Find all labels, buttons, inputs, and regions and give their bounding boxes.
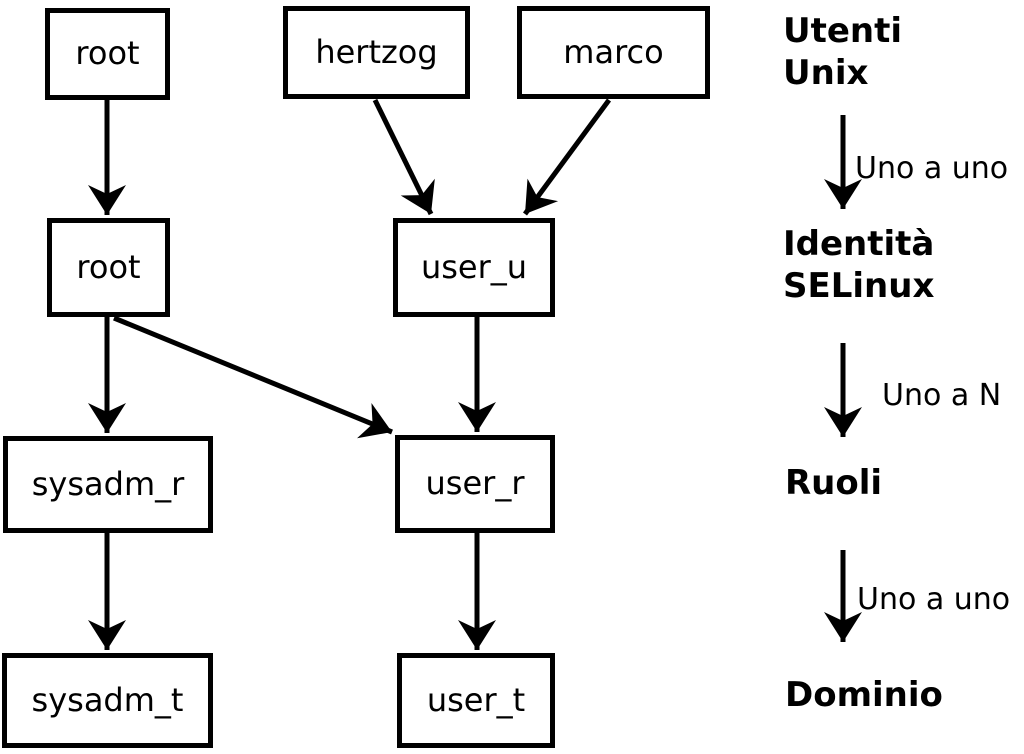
legend-title-utenti-unix: Utenti Unix bbox=[783, 11, 903, 93]
node-unix-marco: marco bbox=[517, 6, 710, 99]
node-unix-root: root bbox=[45, 8, 170, 100]
edge-selroot-to-userr bbox=[113, 315, 393, 439]
arrow-label-uno-a-uno-1: Uno a uno bbox=[855, 151, 1009, 186]
edge-marco-to-useru bbox=[522, 98, 612, 216]
arrow-label-uno-a-uno-2: Uno a uno bbox=[857, 582, 1011, 617]
legend-title-ruoli: Ruoli bbox=[785, 463, 883, 503]
legend-title-dominio: Dominio bbox=[785, 675, 943, 715]
edge-hertzog-to-useru bbox=[372, 98, 435, 216]
node-selinux-root: root bbox=[47, 218, 170, 317]
arrow-label-uno-a-n: Uno a N bbox=[882, 378, 1002, 413]
node-domain-sysadm-t: sysadm_t bbox=[2, 653, 213, 748]
node-domain-user-t: user_t bbox=[397, 653, 555, 748]
node-unix-hertzog: hertzog bbox=[283, 6, 470, 99]
legend-title-identita-selinux: Identità SELinux bbox=[783, 224, 935, 306]
node-selinux-user-u: user_u bbox=[393, 218, 555, 317]
node-role-user-r: user_r bbox=[395, 435, 555, 533]
node-role-sysadm-r: sysadm_r bbox=[3, 436, 213, 533]
